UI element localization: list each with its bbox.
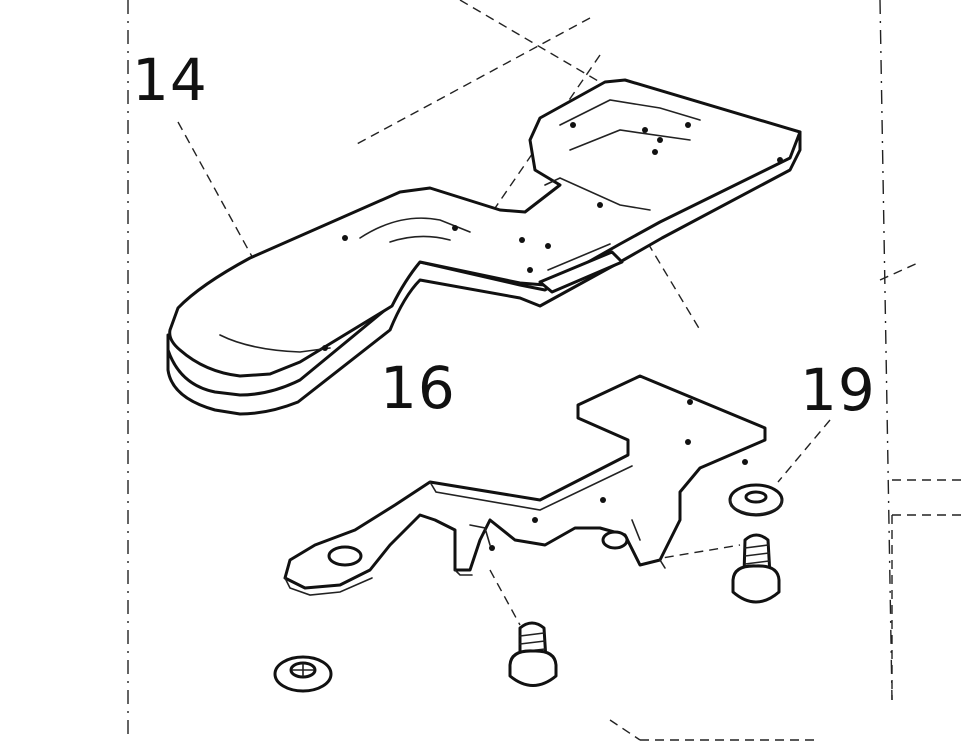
part-19-washer [728,483,784,517]
screw-right [731,533,781,604]
label-part-16: 16 [380,354,456,422]
screw-center [508,621,558,687]
part-16-flat-bracket [283,374,767,596]
label-part-14: 14 [132,46,208,114]
frame-lines [127,0,967,741]
part-14-bracket [166,78,802,416]
washer-left [273,655,333,693]
label-part-19: 19 [800,356,876,424]
